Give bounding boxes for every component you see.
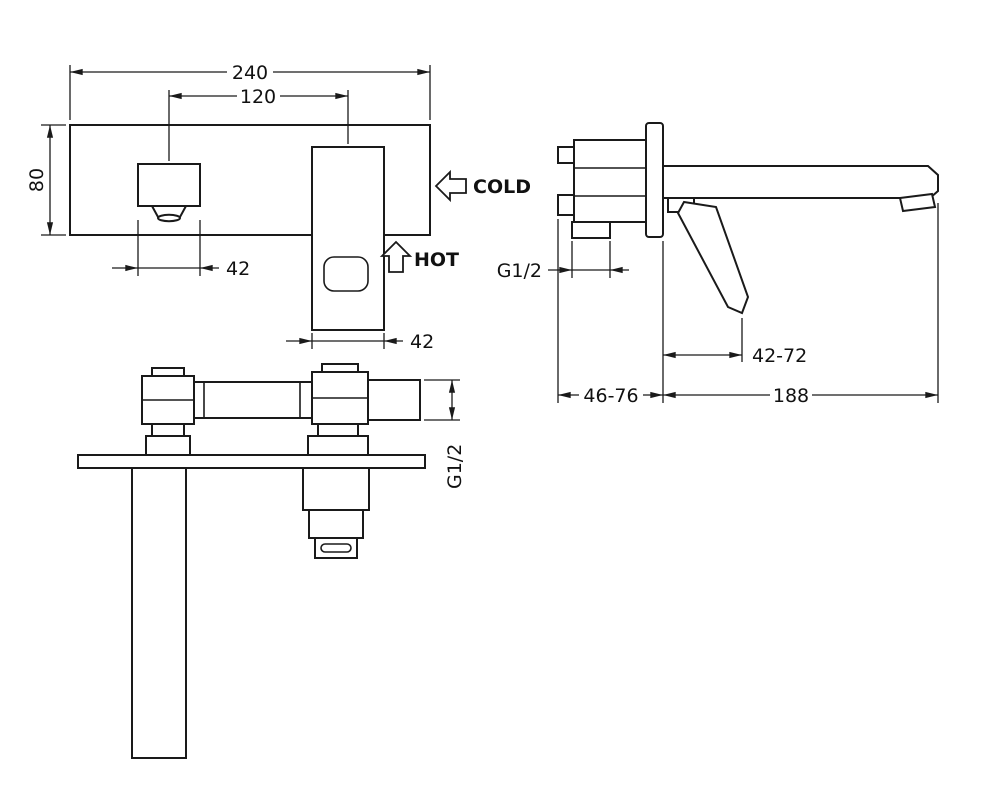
dim-handle-projection: 42-72 [752, 345, 807, 367]
spout-aerator-front [157, 213, 181, 223]
front-view-dimensions: 240 120 80 42 42 COLD HOT [26, 62, 531, 353]
handle-flange-plan [307, 435, 369, 456]
spout-plan [131, 467, 187, 759]
side-view [557, 122, 939, 315]
handle-inset-front [323, 256, 369, 292]
plan-view-dimensions: G1/2 [424, 379, 466, 489]
dim-plate-height: 80 [26, 168, 48, 192]
handle-slot-plan [320, 543, 352, 553]
inlet-stub-side [571, 221, 611, 239]
cold-flow-arrow-icon [434, 169, 467, 203]
side-view-dimensions: G1/2 42-72 46-76 188 [497, 203, 939, 407]
dim-concealed-depth: 46-76 [583, 385, 638, 407]
dim-inlet-thread: G1/2 [497, 260, 542, 282]
dim-connection-thread: G1/2 [444, 444, 466, 489]
handle-base-plan [302, 467, 370, 511]
dim-spout-reach: 188 [773, 385, 809, 407]
dim-handle-width: 42 [410, 331, 434, 353]
spout-flange-plan [145, 435, 191, 456]
inlet-cap-plan [367, 379, 421, 421]
cold-label: COLD [473, 176, 531, 198]
dim-plate-width: 240 [232, 62, 268, 84]
spout-union-tab-plan [151, 367, 185, 377]
wall-plate-plan [77, 454, 426, 469]
wall-plate-side [645, 122, 664, 238]
dim-centers-distance: 120 [240, 86, 276, 108]
hot-flow-arrow-icon [379, 240, 413, 273]
spout-side [662, 165, 939, 199]
front-view [69, 124, 431, 331]
spout-neck-plan [151, 423, 185, 437]
spout-aerator-side [898, 192, 937, 213]
inlet-fitting-bottom [557, 194, 575, 216]
handle-tip-plan [314, 537, 358, 559]
inlet-fitting-top [557, 146, 575, 164]
valve-tab-plan [321, 363, 359, 373]
handle-mid-plan [308, 509, 364, 539]
spout-body-front [137, 163, 201, 207]
handle-lever-side [676, 200, 750, 315]
dim-spout-width: 42 [226, 258, 250, 280]
plan-view [77, 363, 426, 759]
body-tube-plan [193, 381, 313, 419]
handle-front [311, 146, 385, 331]
concealed-body-side [573, 139, 647, 223]
handle-neck-plan [317, 423, 359, 437]
hot-label: HOT [414, 249, 459, 271]
